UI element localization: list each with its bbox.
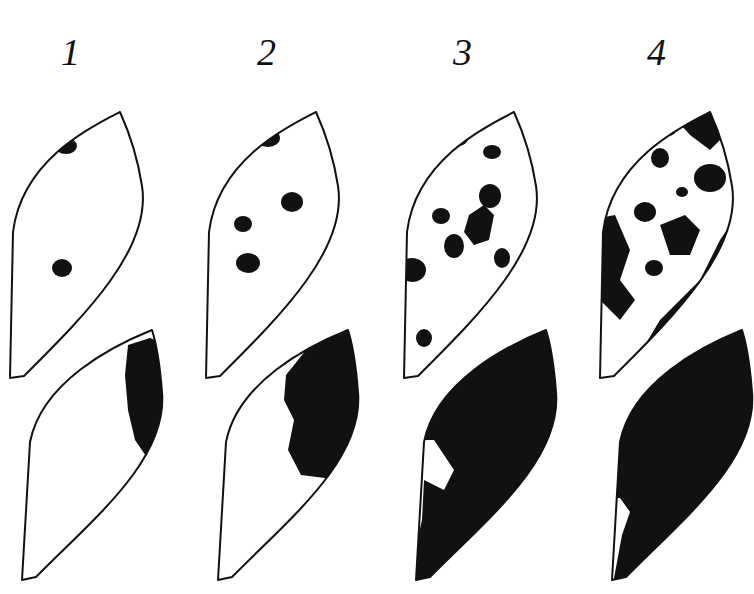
panel-number: 3 [453,33,472,71]
panel-number: 2 [257,33,276,71]
panel-number: 1 [61,33,80,71]
panel-number: 4 [647,33,666,71]
